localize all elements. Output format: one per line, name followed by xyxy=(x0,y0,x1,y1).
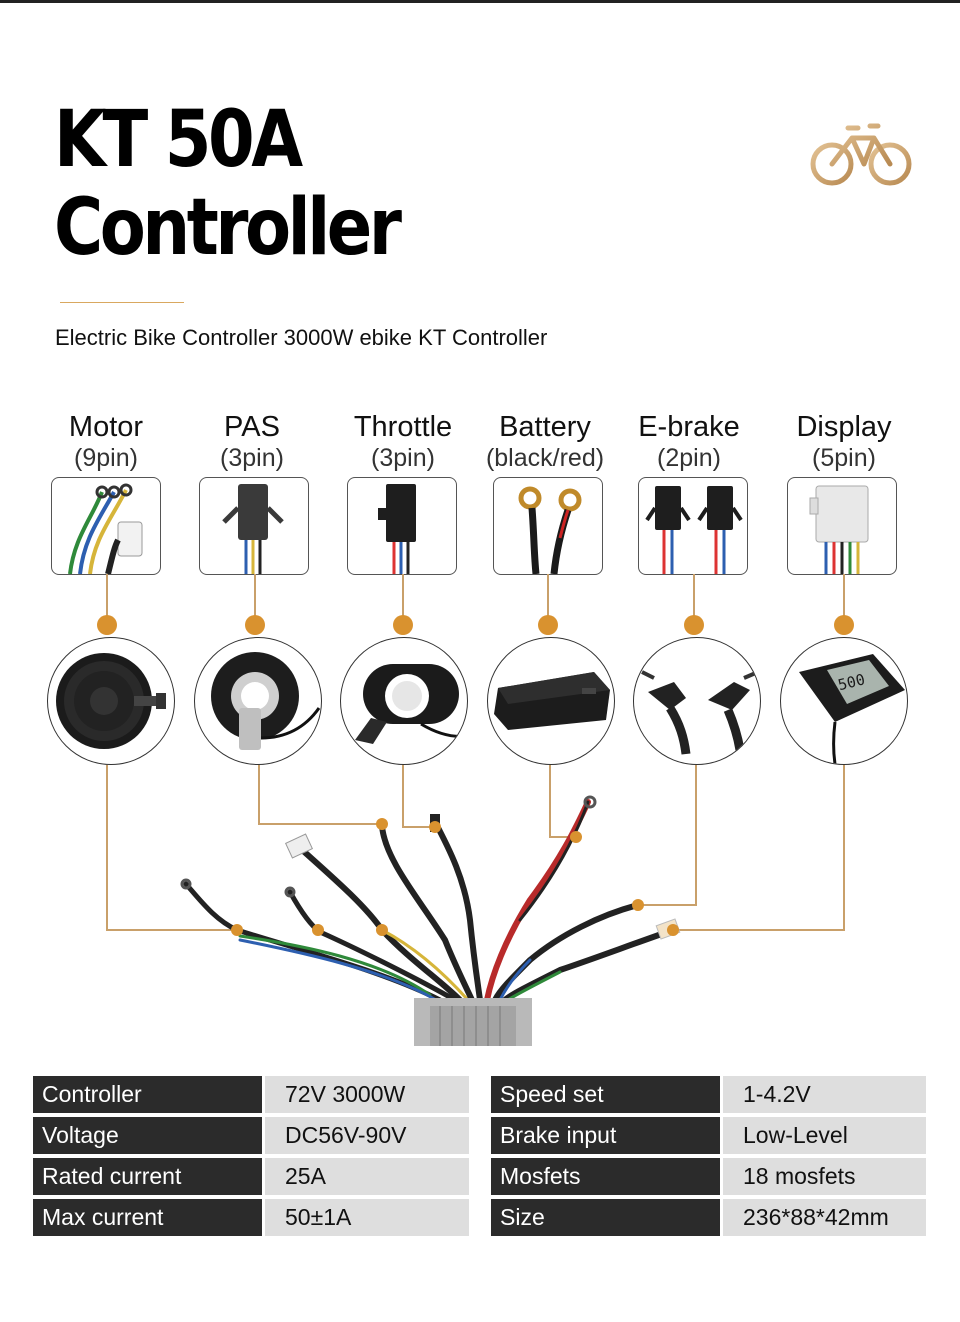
page-title: KT 50A Controller xyxy=(54,95,402,273)
component-name: Motor xyxy=(68,411,144,443)
pas-connector-icon xyxy=(199,477,309,575)
spec-row: Size 236*88*42mm xyxy=(491,1199,926,1236)
spec-row: Voltage DC56V-90V xyxy=(33,1117,469,1154)
component-name: PAS xyxy=(224,411,280,443)
component-pins: (3pin) xyxy=(220,444,284,472)
top-rule xyxy=(0,0,960,3)
spec-row: Mosfets 18 mosfets xyxy=(491,1158,926,1195)
ebrake-connector-icon xyxy=(638,477,748,575)
label-throttle: Throttle (3pin) xyxy=(328,411,478,473)
title-line-1: KT 50A xyxy=(54,95,303,185)
title-line-2: Controller xyxy=(54,183,402,273)
spec-value: 1-4.2V xyxy=(723,1076,926,1113)
spec-row: Max current 50±1A xyxy=(33,1199,469,1236)
spec-row: Rated current 25A xyxy=(33,1158,469,1195)
motor-connector-icon xyxy=(51,477,161,575)
display-connector-icon xyxy=(787,477,897,575)
connector-dot xyxy=(684,615,704,635)
spec-key: Rated current xyxy=(33,1158,262,1195)
battery-connector-icon xyxy=(493,477,603,575)
spec-key: Mosfets xyxy=(491,1158,720,1195)
spec-row: Controller 72V 3000W xyxy=(33,1076,469,1113)
hub-motor-icon xyxy=(47,637,175,765)
component-pins: (9pin) xyxy=(74,444,138,472)
component-name: Display xyxy=(796,411,892,443)
spec-key: Size xyxy=(491,1199,720,1236)
label-motor: Motor (9pin) xyxy=(31,411,181,473)
spec-value: DC56V-90V xyxy=(265,1117,469,1154)
spec-key: Controller xyxy=(33,1076,262,1113)
label-ebrake: E-brake (2pin) xyxy=(614,411,764,473)
lcd-display-icon: 500 xyxy=(780,637,908,765)
subtitle: Electric Bike Controller 3000W ebike KT … xyxy=(55,325,548,350)
spec-table-right: Speed set 1-4.2V Brake input Low-Level M… xyxy=(491,1072,926,1240)
accent-line xyxy=(60,302,184,303)
connector-dot xyxy=(538,615,558,635)
spec-value: 236*88*42mm xyxy=(723,1199,926,1236)
connector-dot xyxy=(834,615,854,635)
spec-row: Brake input Low-Level xyxy=(491,1117,926,1154)
battery-pack-icon xyxy=(487,637,615,765)
thumb-throttle-icon xyxy=(340,637,468,765)
bicycle-logo-icon xyxy=(810,123,912,186)
component-name: E-brake xyxy=(638,411,740,443)
label-pas: PAS (3pin) xyxy=(177,411,327,473)
spec-value: Low-Level xyxy=(723,1117,926,1154)
component-pins: (2pin) xyxy=(657,444,721,472)
connector-dot xyxy=(245,615,265,635)
spec-value: 25A xyxy=(265,1158,469,1195)
spec-key: Max current xyxy=(33,1199,262,1236)
spec-table-left: Controller 72V 3000W Voltage DC56V-90V R… xyxy=(33,1072,469,1240)
label-display: Display (5pin) xyxy=(769,411,919,473)
spec-key: Brake input xyxy=(491,1117,720,1154)
spec-value: 50±1A xyxy=(265,1199,469,1236)
connector-dot xyxy=(393,615,413,635)
component-name: Throttle xyxy=(353,411,453,443)
spec-key: Speed set xyxy=(491,1076,720,1113)
component-pins: (black/red) xyxy=(485,444,605,472)
component-name: Battery xyxy=(499,411,591,443)
brake-lever-icon xyxy=(633,637,761,765)
spec-row: Speed set 1-4.2V xyxy=(491,1076,926,1113)
pas-sensor-icon xyxy=(194,637,322,765)
spec-value: 18 mosfets xyxy=(723,1158,926,1195)
label-battery: Battery (black/red) xyxy=(470,411,620,473)
throttle-connector-icon xyxy=(347,477,457,575)
component-pins: (5pin) xyxy=(812,444,876,472)
spec-value: 72V 3000W xyxy=(265,1076,469,1113)
controller-housing xyxy=(414,998,532,1046)
component-pins: (3pin) xyxy=(371,444,435,472)
spec-key: Voltage xyxy=(33,1117,262,1154)
connector-dot xyxy=(97,615,117,635)
